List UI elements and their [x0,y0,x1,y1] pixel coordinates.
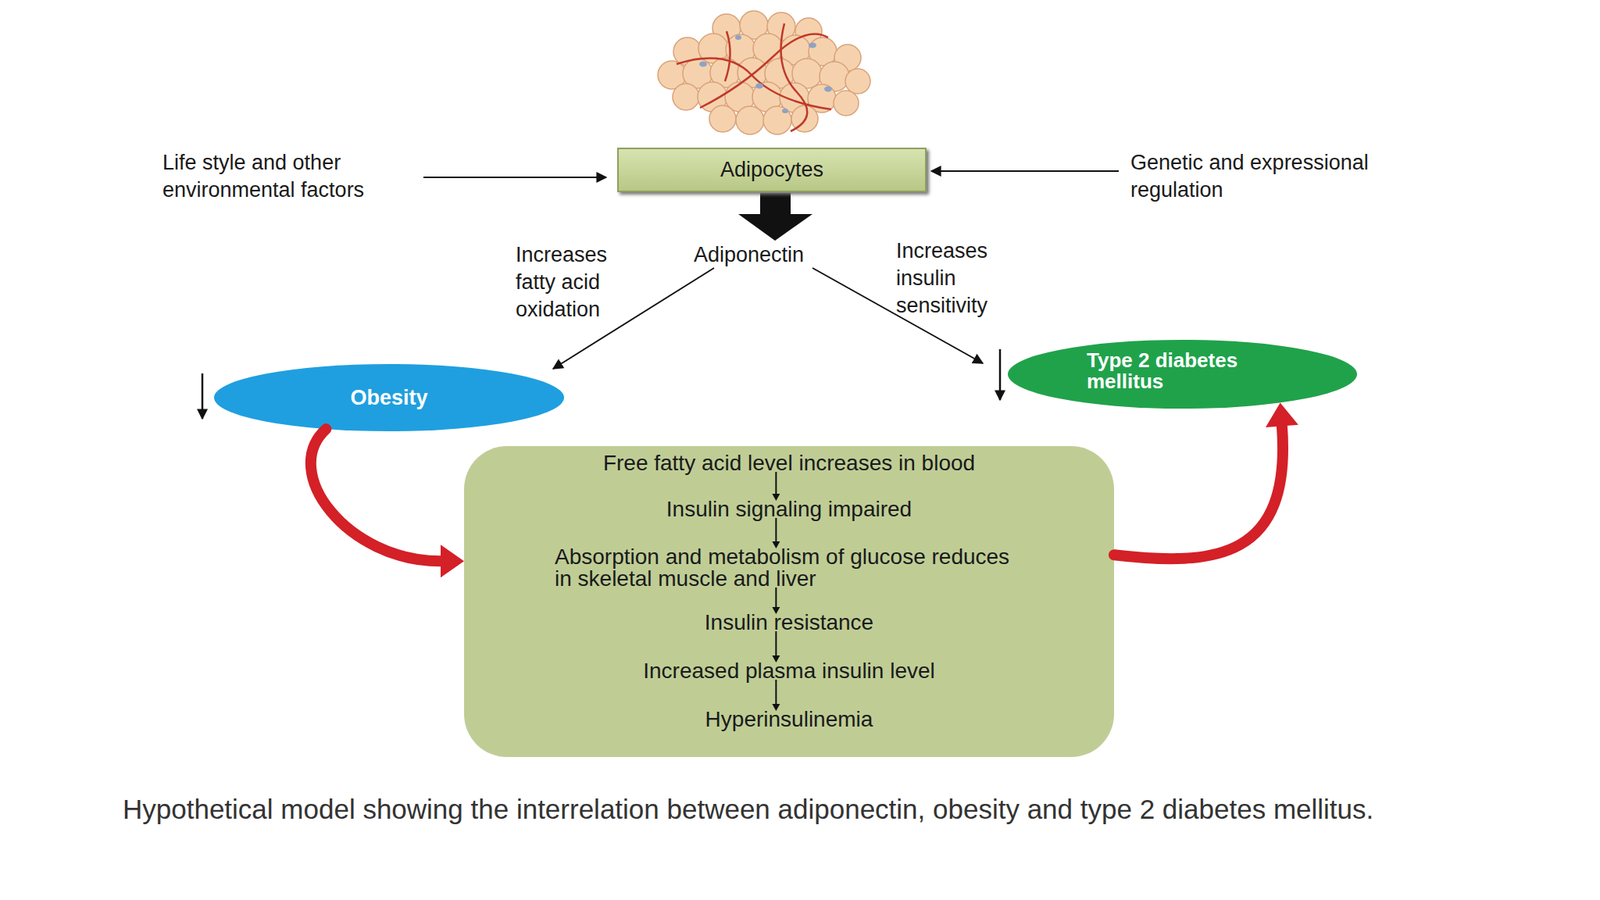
box-label: Adipocytes [618,149,925,191]
flow-arrow [771,631,780,663]
factor-label: Life style and other environmental facto… [162,149,421,204]
figure-caption: Hypothetical model showing the interrela… [122,791,1467,827]
ellipse-fill [1007,339,1358,409]
hormone-label: Adiponectin [693,241,804,269]
flow-arrow-line [775,517,777,542]
diabetes-ellipse: Type 2 diabetes mellitus [1007,339,1358,409]
flow-arrow-head [771,493,780,501]
adipocyte-illustration [657,10,871,135]
decrease-arrow [999,349,1002,400]
fat-cell [845,68,871,94]
cell-nucleus [808,42,817,49]
adipocytes-box: Adipocytes [617,147,927,193]
feedback-arrow-head [1265,402,1299,427]
flow-arrow-line [775,471,777,494]
flow-arrow-head [771,655,780,663]
feedback-arrow-head [440,544,465,578]
cell-nuclei [699,35,833,114]
ellipse-fill [214,364,565,432]
blood-vessels [676,23,832,132]
obesity-ellipse: Obesity [214,364,565,432]
flow-arrow-head [771,703,780,711]
step-text: Free fatty acid level increases in blood [464,452,1115,475]
fat-cell [735,106,765,135]
factor-label: Genetic and expressional regulation [1130,149,1428,204]
cell-nucleus [755,83,764,90]
blood-vessel [676,58,832,110]
flow-arrow [771,587,780,615]
cell-nucleus [735,35,742,40]
ellipse-label: Type 2 diabetes mellitus [1086,350,1283,393]
flow-arrow-head [771,607,780,615]
step-text: Insulin signaling impaired [464,498,1115,521]
flow-arrow [771,471,780,501]
ellipse-label: Obesity [214,364,565,432]
flow-arrow-line [775,587,777,608]
step-text: Absorption and metabolism of glucose red… [554,546,1024,590]
effect-label: Increases fatty acid oxidation [515,241,641,324]
flow-arrow [771,679,780,711]
blood-vessel [725,31,731,82]
block-arrow [738,192,813,241]
feedback-arrow-line [1114,425,1283,559]
leader-arrow [931,170,1119,172]
cell-nucleus [782,108,789,114]
feedback-arrow [310,428,465,578]
blood-vessel [700,33,829,108]
fat-cell [833,90,859,116]
mechanism-box: Free fatty acid level increases in blood… [464,446,1115,758]
effect-label: Increases insulin sensitivity [896,237,1022,320]
flow-arrow-line [775,631,777,656]
cell-nucleus [699,61,708,68]
fat-cell [672,83,700,111]
decrease-arrow [201,373,204,419]
step-text: Increased plasma insulin level [464,660,1115,683]
flow-arrow [771,517,780,549]
cell-nucleus [824,86,833,93]
flow-arrow-line [775,679,777,704]
flow-arrow-head [771,541,780,549]
feedback-arrow [1114,402,1299,559]
fat-cell [709,105,736,133]
step-text: Insulin resistance [464,611,1115,634]
feedback-arrow-line [310,428,441,561]
fat-cell [763,106,792,135]
leader-arrow [423,176,607,179]
step-text: Hyperinsulinemia [464,708,1115,731]
